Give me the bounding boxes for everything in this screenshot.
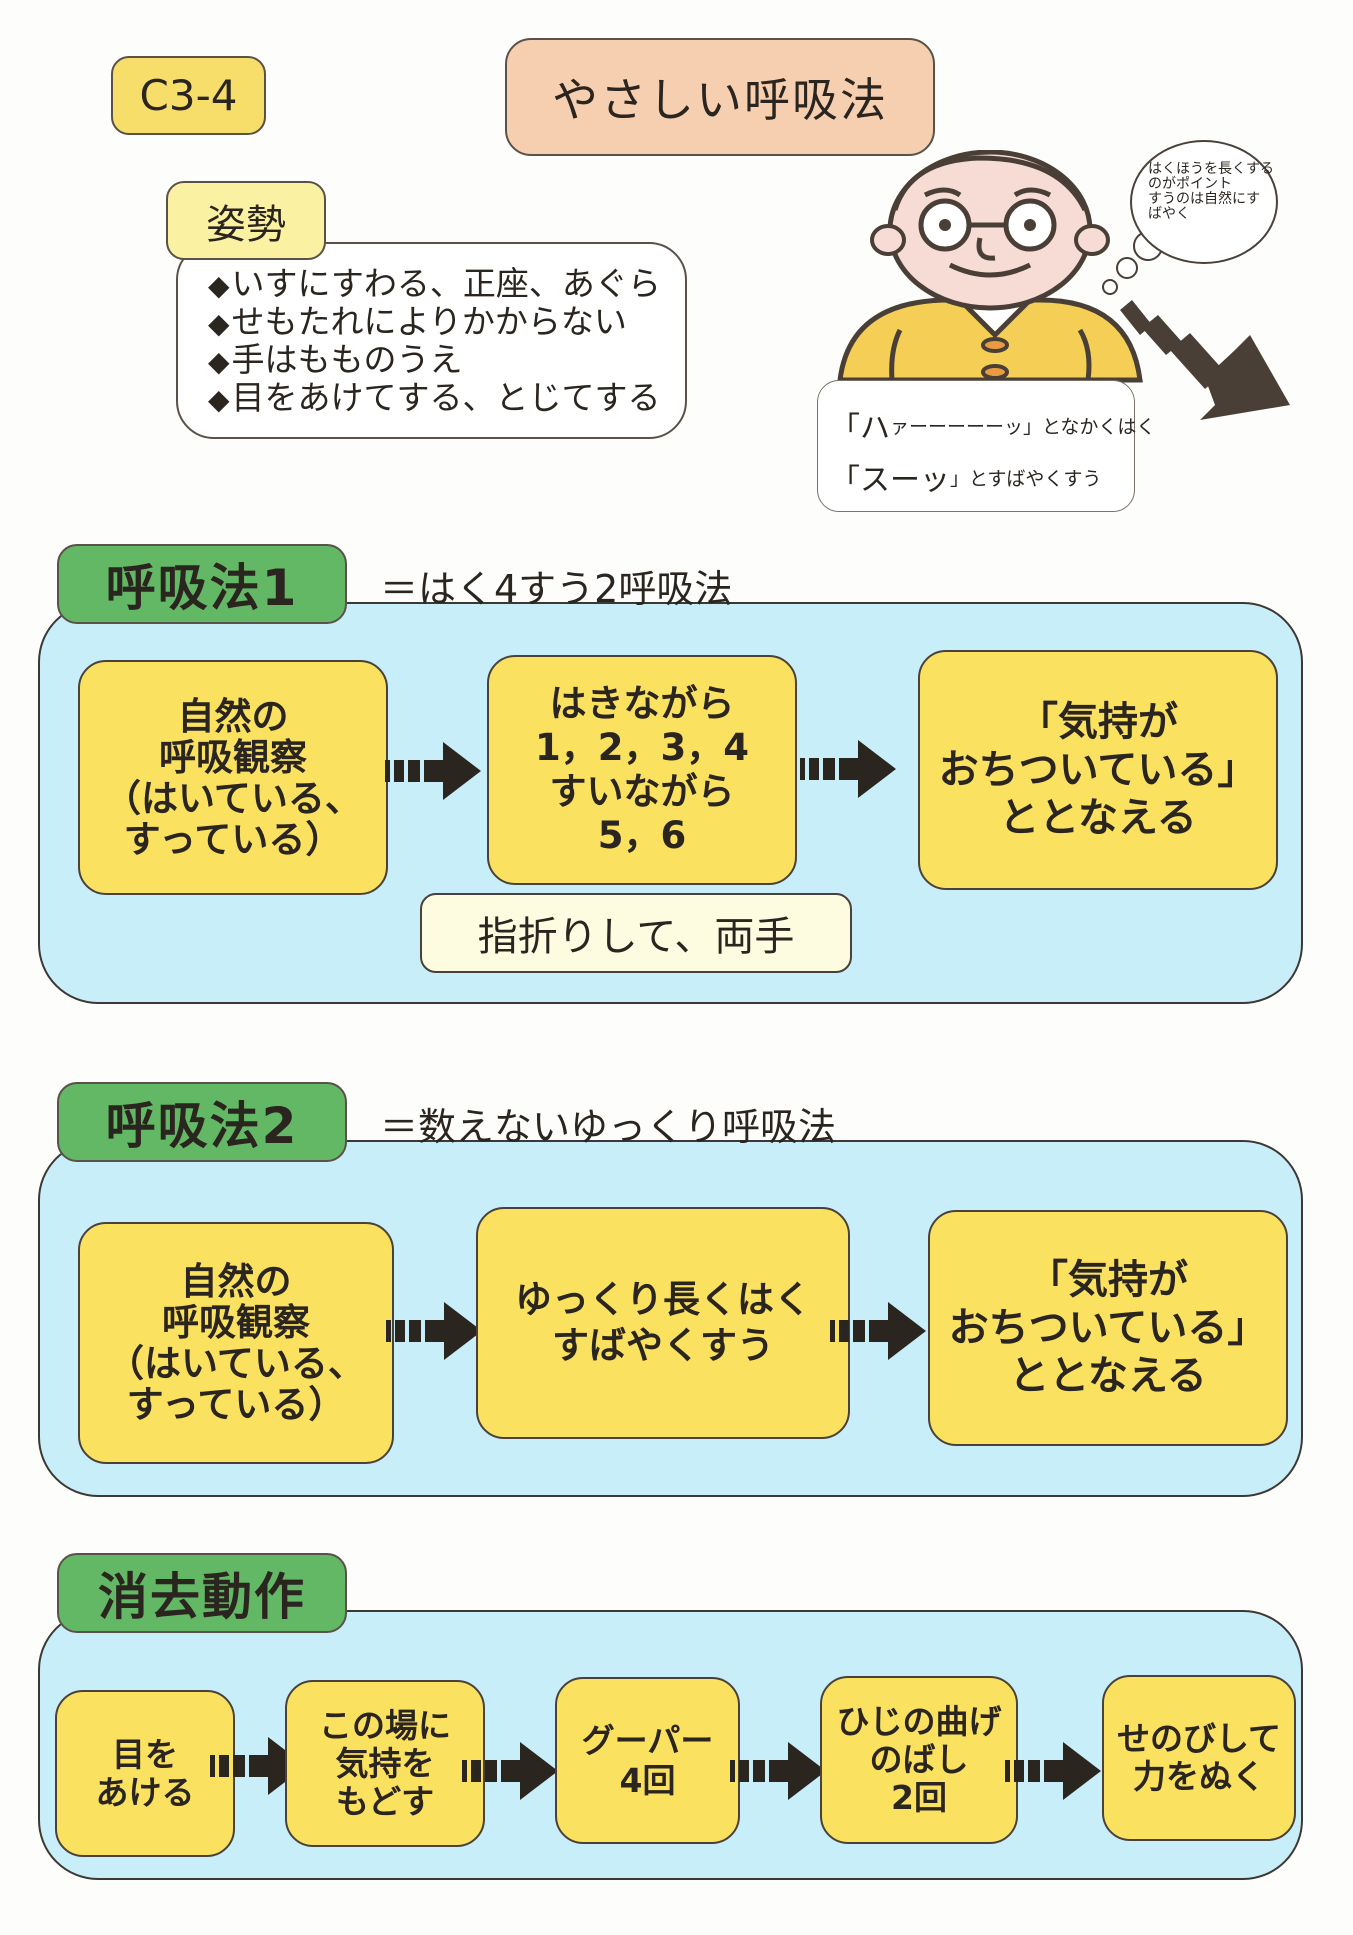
quote-open: 「 [830, 411, 860, 446]
quote-open: 「 [830, 463, 860, 498]
step-text: 1，2，3，4 [535, 726, 749, 769]
step-text: 呼吸観察 [159, 735, 307, 779]
step-text: この場に [319, 1705, 451, 1745]
erase-step-2: この場に 気持を もどす [285, 1680, 485, 1847]
inhale-instruction: 「スーッ」とすばやくすう [830, 451, 1134, 503]
step-text: 自然の [180, 1260, 292, 1303]
diamond-bullet-icon: ◆ [208, 345, 230, 378]
posture-list: ◆いすにすわる、正座、あぐら ◆せもたれによりかからない ◆手はもものうえ ◆目… [176, 242, 687, 439]
flow-arrow-icon [385, 740, 485, 800]
erase-step-4: ひじの曲げ のばし 2回 [820, 1676, 1018, 1844]
method2-step-3: 「気持が おちついている」 ととなえる [928, 1210, 1288, 1446]
flow-arrow-icon [1005, 1740, 1105, 1800]
exhale-text: ァーーーーーッ」となかくはく [890, 415, 1156, 438]
step-text: ひじの曲げ [836, 1702, 1002, 1741]
step-text: 自然の [177, 694, 289, 738]
step-text: おちついている」 [938, 747, 1258, 793]
step-text: すっている） [123, 817, 343, 861]
step-text: 「気持が [1018, 699, 1178, 745]
step-text: もどす [335, 1781, 435, 1821]
step-text: グーパー [581, 1720, 714, 1760]
erase-label: 消去動作 [57, 1553, 347, 1633]
flow-arrow-icon [830, 1300, 930, 1360]
method1-step-2: はきながら 1，2，3，4 すいながら 5，6 [487, 655, 797, 885]
method2-step-1: 自然の 呼吸観察 （はいている、 すっている） [78, 1222, 394, 1464]
step-text: 気持を [335, 1743, 435, 1783]
diamond-bullet-icon: ◆ [208, 383, 230, 416]
posture-item-text: せもたれによりかからない [231, 302, 627, 341]
step-text: 目を [112, 1734, 178, 1774]
step-text: ゆっくり長くはく [515, 1278, 811, 1321]
posture-item-text: 目をあけてする、とじてする [231, 378, 661, 417]
method1-subtitle: ＝はく4すう2呼吸法 [380, 567, 733, 611]
step-text: はきながら [549, 682, 735, 725]
exhale-arrow-icon [1120, 300, 1290, 420]
method1-step-1: 自然の 呼吸観察 （はいている、 すっている） [78, 660, 388, 895]
step-text: せのびして [1116, 1719, 1281, 1758]
lesson-code-badge: C3-4 [111, 56, 266, 135]
inhale-text: 」とすばやくすう [950, 467, 1102, 490]
posture-item-text: いすにすわる、正座、あぐら [231, 264, 661, 303]
breath-instructions: 「ハァーーーーーッ」となかくはく 「スーッ」とすばやくすう [817, 380, 1155, 512]
erase-step-5: せのびして 力をぬく [1102, 1675, 1296, 1841]
flow-arrow-icon [462, 1740, 562, 1800]
exhale-sound: ハ [860, 411, 890, 446]
step-text: 力をぬく [1133, 1757, 1265, 1796]
flow-arrow-icon [386, 1300, 486, 1360]
thought-line: のがポイント [1148, 176, 1232, 192]
step-text: すばやくすう [552, 1324, 774, 1367]
page-title: やさしい呼吸法 [505, 38, 935, 156]
thought-line: はくほうを長くする [1148, 161, 1274, 177]
step-text: 呼吸観察 [162, 1301, 310, 1344]
step-text: ととなえる [999, 795, 1197, 841]
method2-step-2: ゆっくり長くはく すばやくすう [476, 1207, 850, 1439]
step-text: あける [95, 1772, 195, 1812]
step-text: ととなえる [1009, 1353, 1207, 1399]
step-text: のばし [869, 1740, 969, 1779]
posture-item: ◆手はもものうえ [208, 342, 685, 380]
erase-step-1: 目を あける [55, 1690, 235, 1857]
step-text: 2回 [891, 1778, 947, 1817]
flow-arrow-icon [800, 738, 900, 798]
posture-label: 姿勢 [166, 181, 326, 260]
method2-label: 呼吸法2 [57, 1082, 347, 1162]
posture-item-text: 手はもものうえ [231, 340, 463, 379]
thought-line: すうのは自然にす [1148, 191, 1261, 207]
step-text: 5，6 [597, 814, 687, 857]
thought-bubble: はくほうを長くする のがポイント すうのは自然にす ばやく [1130, 140, 1278, 264]
step-text: 「気持が [1028, 1257, 1188, 1303]
method1-note: 指折りして、両手 [420, 893, 852, 973]
exhale-instruction: 「ハァーーーーーッ」となかくはく [830, 399, 1155, 451]
step-text: すっている） [126, 1383, 346, 1426]
elderly-man-illustration [837, 150, 1290, 420]
posture-item: ◆せもたれによりかからない [208, 304, 685, 342]
step-text: （はいている、 [104, 776, 362, 820]
method2-subtitle: ＝数えないゆっくり呼吸法 [380, 1105, 837, 1149]
step-text: すいながら [549, 770, 735, 813]
thought-line: ばやく [1148, 206, 1190, 222]
flow-arrow-icon [730, 1740, 830, 1800]
posture-item: ◆目をあけてする、とじてする [208, 380, 685, 418]
step-text: 4回 [619, 1760, 676, 1800]
erase-step-3: グーパー 4回 [555, 1677, 740, 1844]
posture-item: ◆いすにすわる、正座、あぐら [208, 266, 685, 304]
diamond-bullet-icon: ◆ [208, 307, 230, 340]
step-text: （はいている、 [107, 1342, 365, 1385]
step-text: おちついている」 [948, 1305, 1268, 1351]
inhale-sound: スーッ [860, 463, 950, 498]
diamond-bullet-icon: ◆ [208, 269, 230, 302]
method1-label: 呼吸法1 [57, 544, 347, 624]
method1-step-3: 「気持が おちついている」 ととなえる [918, 650, 1278, 890]
